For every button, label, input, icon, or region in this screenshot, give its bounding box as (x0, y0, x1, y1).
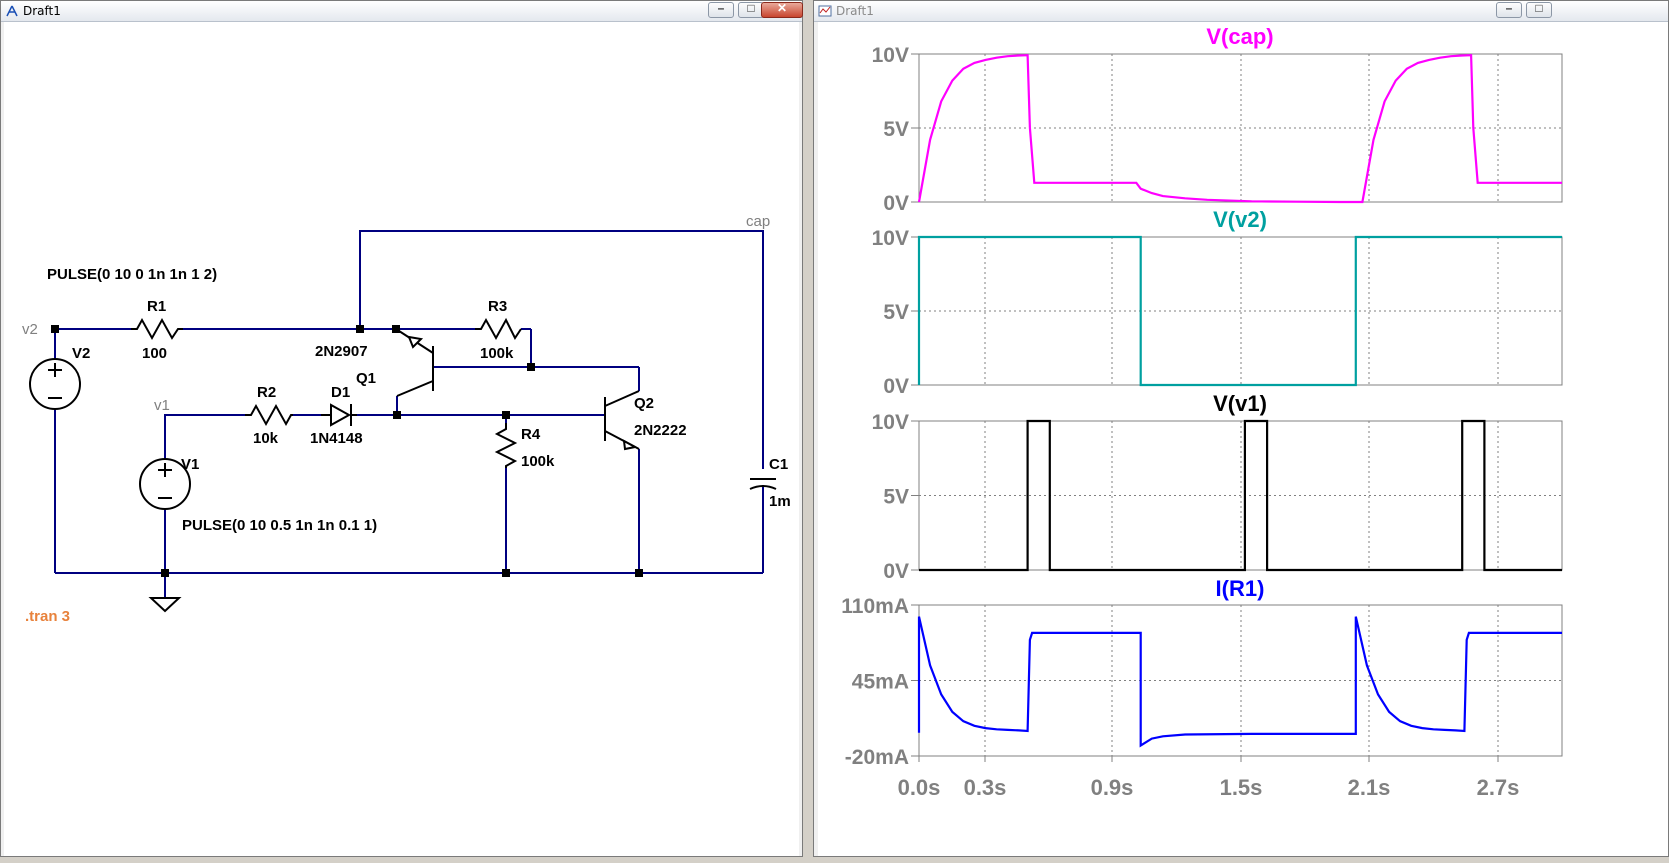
d1-model[interactable]: 1N4148 (310, 430, 363, 447)
waveform-canvas[interactable]: 10V 5V 0V V(cap) 10V 5V 0V V(v2) 10V 5V 0V V(v1) 110… (818, 22, 1668, 856)
q2-model[interactable]: 2N2222 (634, 422, 687, 439)
y-tick-label: 5V (883, 301, 909, 324)
trace-title[interactable]: V(v2) (1213, 207, 1267, 232)
trace-title[interactable]: I(R1) (1216, 576, 1265, 601)
net-label-v1[interactable]: v1 (154, 397, 170, 414)
y-tick-label: 0V (883, 375, 909, 398)
schematic-canvas[interactable]: PULSE(0 10 0 1n 1n 1 2) R1 100 V2 R3 100… (4, 22, 799, 856)
minimize-button[interactable]: – (708, 1, 734, 18)
junctions (51, 325, 643, 577)
y-tick-label: 10V (872, 411, 909, 434)
r1-value[interactable]: 100 (142, 345, 167, 362)
trace-line[interactable] (917, 235, 1562, 387)
x-tick-label: 0.9s (1091, 775, 1134, 800)
d1-name: D1 (331, 384, 350, 401)
schematic-titlebar: Draft1 – □ ✕ (1, 1, 803, 22)
q1-name: Q1 (356, 370, 376, 387)
schematic-window: Draft1 – □ ✕ (0, 0, 803, 857)
v2-name: V2 (72, 345, 90, 362)
r4-name: R4 (521, 426, 541, 443)
schematic-icon (6, 5, 18, 17)
waveform-maximize-button[interactable]: □ (1526, 1, 1552, 18)
schematic-title: Draft1 (23, 4, 61, 18)
waveform-minimize-button[interactable]: – (1496, 1, 1522, 18)
x-tick-label: 0.3s (964, 775, 1007, 800)
y-tick-label: 10V (872, 44, 909, 67)
close-button[interactable]: ✕ (761, 1, 803, 18)
y-tick-label: 0V (883, 192, 909, 215)
wires (54, 230, 764, 597)
q2-name: Q2 (634, 395, 654, 412)
resistor-r4-symbol[interactable] (494, 423, 518, 468)
r2-value[interactable]: 10k (253, 430, 279, 447)
y-tick-label: 45mA (852, 671, 909, 694)
trace-line[interactable] (917, 54, 1562, 204)
r3-name: R3 (488, 298, 507, 315)
ground-symbol (148, 597, 182, 613)
transistor-q1-symbol[interactable] (395, 328, 434, 397)
x-tick-label: 1.5s (1220, 775, 1263, 800)
voltage-source-v1-symbol[interactable] (139, 458, 191, 510)
r3-value[interactable]: 100k (480, 345, 514, 362)
y-tick-label: 10V (872, 227, 909, 250)
c1-value[interactable]: 1m (769, 493, 791, 510)
waveform-titlebar: Draft1 – □ (814, 1, 1668, 22)
r1-name: R1 (147, 298, 166, 315)
c1-name: C1 (769, 456, 788, 473)
x-tick-label: 0.0s (898, 775, 941, 800)
y-tick-label: 110mA (841, 595, 909, 618)
waveform-title: Draft1 (836, 4, 874, 18)
capacitor-c1-symbol[interactable] (749, 478, 777, 490)
net-label-cap[interactable]: cap (746, 213, 770, 230)
waveform-icon (818, 5, 832, 17)
trace-line[interactable] (917, 616, 1562, 748)
y-tick-label: 5V (883, 486, 909, 509)
r2-name: R2 (257, 384, 276, 401)
tran-directive[interactable]: .tran 3 (25, 608, 70, 625)
net-label-v2[interactable]: v2 (22, 321, 38, 338)
trace-line[interactable] (919, 419, 1562, 572)
waveform-plots[interactable]: 10V 5V 0V V(cap) 10V 5V 0V V(v2) 10V 5V 0V V(v1) 110… (818, 22, 1669, 858)
transistor-q2-symbol[interactable] (604, 390, 640, 451)
x-tick-label: 2.1s (1348, 775, 1391, 800)
diode-d1-symbol[interactable] (321, 403, 357, 427)
y-tick-label: -20mA (845, 746, 909, 769)
trace-title[interactable]: V(cap) (1206, 24, 1273, 49)
v1-pulse-directive[interactable]: PULSE(0 10 0.5 1n 1n 0.1 1) (182, 517, 377, 534)
schematic-drawing: PULSE(0 10 0 1n 1n 1 2) R1 100 V2 R3 100… (22, 213, 791, 625)
waveform-window: Draft1 – □ 10V 5V 0V V(cap) 10V 5V 0V V(v2) 10V 5… (813, 0, 1669, 857)
trace-title[interactable]: V(v1) (1213, 391, 1267, 416)
v2-pulse-directive[interactable]: PULSE(0 10 0 1n 1n 1 2) (47, 266, 217, 283)
resistor-r1-symbol[interactable] (131, 317, 183, 341)
y-tick-label: 5V (883, 118, 909, 141)
resistor-r3-symbol[interactable] (475, 317, 522, 341)
y-tick-label: 0V (883, 560, 909, 583)
r4-value[interactable]: 100k (521, 453, 555, 470)
q1-model[interactable]: 2N2907 (315, 343, 368, 360)
voltage-source-v2-symbol[interactable] (29, 358, 81, 410)
x-tick-label: 2.7s (1477, 775, 1520, 800)
resistor-r2-symbol[interactable] (245, 403, 293, 427)
v1-name: V1 (181, 456, 199, 473)
